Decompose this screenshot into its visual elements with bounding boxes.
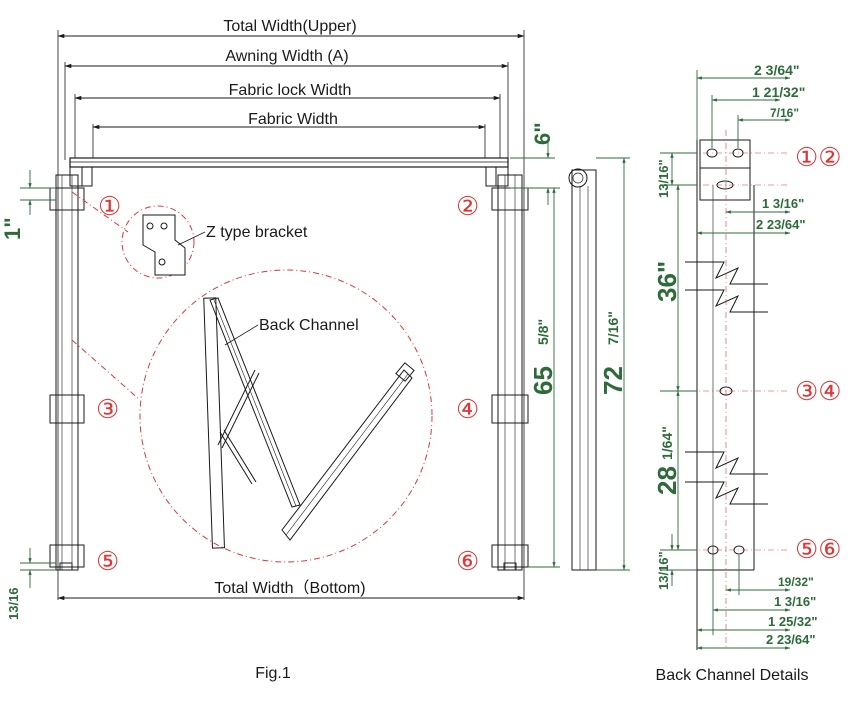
awning-width-label: Awning Width (A): [225, 48, 348, 65]
dim-1-21-32: 1 21/32": [752, 84, 805, 100]
dim-19-32: 19/32": [778, 575, 814, 589]
dim-65: 65: [528, 366, 558, 395]
right-back-channel: [491, 174, 529, 571]
figure-caption: Fig.1: [255, 665, 291, 682]
marker-5: ⑤: [96, 546, 119, 576]
back-channel-detail: Back Channel: [71, 269, 433, 563]
marker-4: ④: [456, 394, 479, 424]
marker-3-4: ③④: [795, 376, 842, 406]
dim-6-inch: 6": [530, 122, 555, 145]
dim-13-16-left: 13/16: [6, 587, 21, 620]
marker-6: ⑥: [456, 546, 479, 576]
marker-1: ①: [98, 191, 121, 221]
dim-1-3-16-bottom: 1 3/16": [774, 594, 816, 609]
dim-72-fraction: 7/16": [605, 311, 621, 345]
marker-1-2: ①②: [795, 142, 842, 172]
left-back-channel: [49, 174, 85, 571]
dim-28: 28: [652, 466, 682, 495]
dim-1-25-32: 1 25/32": [768, 614, 818, 629]
dim-13-16-bottom: 13/16": [656, 551, 671, 590]
dim-1-3-16-top: 1 3/16": [762, 196, 804, 211]
marker-3: ③: [96, 394, 119, 424]
back-channel-label: Back Channel: [259, 317, 359, 334]
main-figure: Total Width(Upper) Awning Width (A) Fabr…: [0, 18, 630, 682]
dim-2-23-64-bottom: 2 23/64": [766, 632, 816, 647]
dim-36: 36": [652, 261, 682, 302]
side-profile-channel: [568, 168, 597, 571]
dim-72: 72: [598, 366, 628, 395]
total-width-upper-label: Total Width(Upper): [223, 18, 356, 35]
back-channel-details: 2 3/64" 1 21/32" 7/16" 13/16" 1 3/16" 2 …: [652, 62, 842, 684]
fabric-lock-width-label: Fabric lock Width: [229, 82, 352, 99]
z-bracket-label: Z type bracket: [206, 224, 308, 241]
dim-65-fraction: 5/8": [535, 319, 551, 345]
marker-2: ②: [456, 191, 479, 221]
dim-1-inch: 1": [0, 217, 25, 240]
back-channel-caption: Back Channel Details: [656, 667, 809, 684]
total-width-bottom-label: Total Width（Bottom): [214, 579, 365, 597]
dim-28-fraction: 1/64": [659, 426, 675, 460]
dim-13-16-top: 13/16": [656, 159, 671, 198]
dim-7-16: 7/16": [770, 106, 799, 120]
dim-2-23-64-top: 2 23/64": [756, 217, 806, 232]
roller-tube: [69, 157, 509, 168]
fabric-width-label: Fabric Width: [248, 111, 338, 128]
dim-2-3-64: 2 3/64": [754, 62, 800, 78]
z-bracket-detail: Z type bracket: [71, 191, 308, 279]
marker-5-6: ⑤⑥: [795, 534, 842, 564]
